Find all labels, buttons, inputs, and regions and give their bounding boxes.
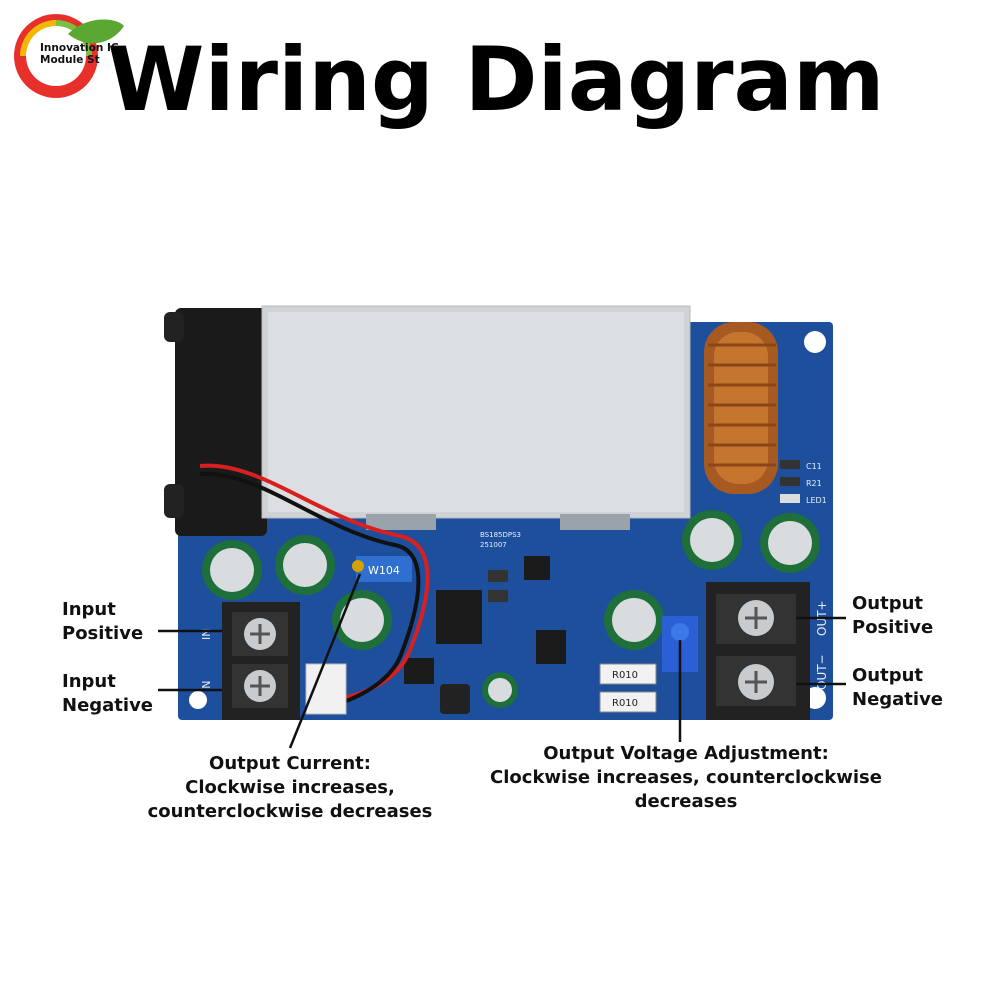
toroid-inductor (704, 322, 778, 494)
label-output-current: Output Current: Clockwise increases, cou… (147, 753, 433, 822)
label-output-voltage: Output Voltage Adjustment: Clockwise inc… (490, 743, 882, 812)
fan-connector (305, 663, 347, 715)
resistor-label-2: R010 (612, 698, 638, 709)
silk-r21: R21 (806, 479, 822, 488)
label-input-positive: Input Positive (62, 599, 144, 644)
silk-out-minus: OUT− (815, 654, 829, 690)
silk-w104: W104 (368, 564, 400, 577)
brand-logo (8, 4, 126, 104)
current-potentiometer (356, 556, 412, 582)
ic-chip (436, 590, 482, 644)
label-output-negative: Output Negative (852, 665, 944, 710)
logo-leaf-icon (14, 14, 124, 98)
silk-in-top: IN (200, 629, 213, 640)
mount-hole (804, 331, 826, 353)
label-output-positive: Output Positive (852, 593, 934, 638)
callout-line-output-current (288, 573, 362, 749)
mount-hole (189, 691, 207, 709)
silk-led1: LED1 (806, 496, 827, 505)
cooling-fan (175, 308, 267, 536)
silk-in-bottom: IN (200, 681, 213, 692)
resistor-label-1: R010 (612, 670, 638, 681)
silk-chip-code: BS185DPS3 (480, 531, 521, 539)
small-inductor (440, 684, 470, 714)
logo-text-line1: Innovation IC (40, 42, 119, 54)
capacitor (202, 510, 820, 708)
output-terminal-block (706, 582, 810, 720)
page-title: Wiring Diagram (107, 28, 885, 131)
logo-text-line2: Module St (40, 54, 100, 66)
input-terminal-block (222, 602, 300, 720)
silk-chip-date: 251007 (480, 541, 507, 549)
silk-c11: C11 (806, 462, 822, 471)
label-input-negative: Input Negative (62, 671, 154, 716)
